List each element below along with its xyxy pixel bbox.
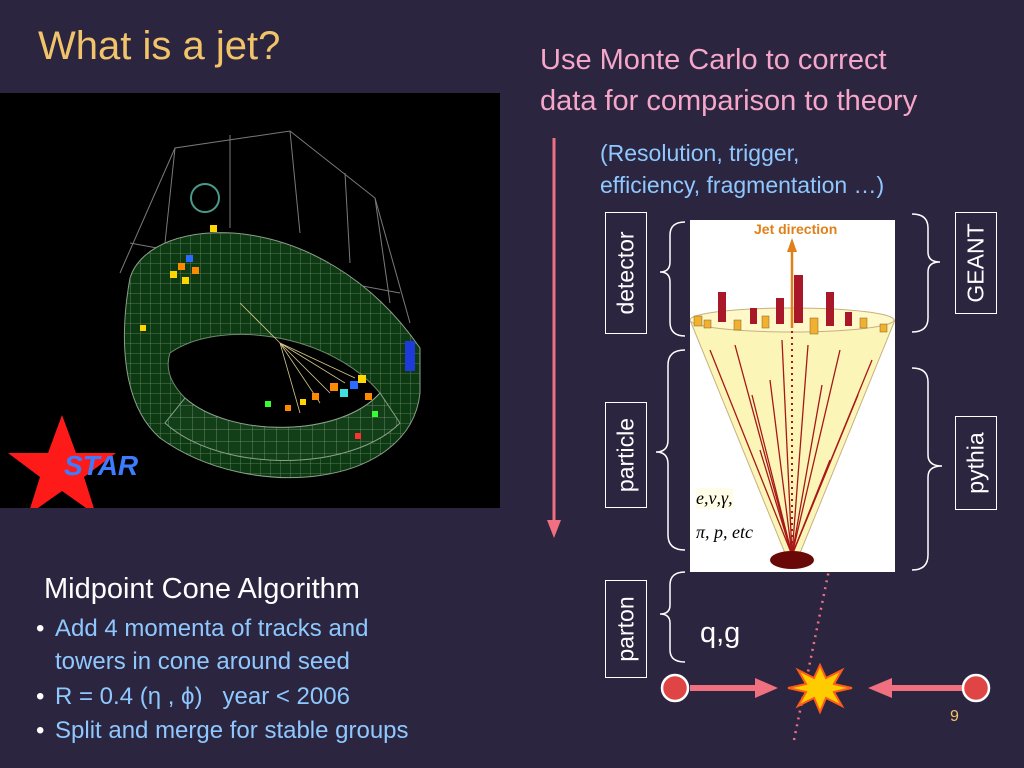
collision-burst-icon bbox=[787, 662, 853, 715]
star-detector-drawing bbox=[8, 130, 421, 508]
bullet-text: Add 4 momenta of tracks and towers in co… bbox=[55, 615, 369, 675]
algorithm-bullet: •R = 0.4 (η , ϕ) year < 2006 bbox=[36, 683, 350, 710]
right-braces bbox=[911, 213, 943, 571]
note-line-1: (Resolution, trigger, bbox=[600, 140, 800, 166]
algorithm-bullet: •Add 4 momenta of tracks and towers in c… bbox=[36, 612, 476, 678]
parton-level-box: parton bbox=[605, 580, 647, 678]
bullet-text: Split and merge for stable groups bbox=[55, 717, 409, 744]
algorithm-title: Midpoint Cone Algorithm bbox=[44, 573, 360, 605]
subtitle-line-2: data for comparison to theory bbox=[540, 85, 918, 117]
geant-box: GEANT bbox=[955, 212, 997, 314]
page-number: 9 bbox=[950, 708, 959, 725]
particle-list-line-1: e,ν,γ, bbox=[696, 488, 733, 509]
beam-pipe bbox=[190, 183, 220, 213]
particle-list-line-2: π, p, etc bbox=[696, 522, 753, 542]
correction-note: (Resolution, trigger, efficiency, fragme… bbox=[600, 137, 1000, 201]
parton-trajectory bbox=[792, 564, 832, 741]
parton-symbol: q,g bbox=[700, 617, 741, 649]
detector-level-box: detector bbox=[605, 212, 647, 334]
slide-subtitle: Use Monte Carlo to correct data for comp… bbox=[540, 40, 1010, 122]
detector-level-label: detector bbox=[612, 231, 639, 315]
bullet-text: R = 0.4 (η , ϕ) year < 2006 bbox=[55, 683, 350, 710]
tower-bars bbox=[693, 275, 888, 335]
proton-right bbox=[961, 673, 991, 703]
star-event-display-image: STAR bbox=[0, 93, 500, 508]
beam-collision bbox=[660, 662, 991, 715]
subtitle-line-1: Use Monte Carlo to correct bbox=[540, 44, 887, 76]
particle-level-box: particle bbox=[605, 402, 647, 508]
jet-cone-panel: Jet direction e,ν,γ, π, p, etc bbox=[689, 220, 896, 572]
jet-direction-arrowhead bbox=[787, 238, 797, 252]
tower-hits bbox=[140, 225, 415, 439]
pythia-box: pythia bbox=[955, 416, 997, 510]
jet-cone-drawing bbox=[689, 238, 896, 569]
correction-arrow-head bbox=[547, 520, 561, 538]
star-logo-text: STAR bbox=[64, 450, 139, 481]
slide-title: What is a jet? bbox=[38, 24, 281, 68]
star-logo bbox=[8, 415, 116, 508]
particle-brace bbox=[655, 349, 686, 551]
left-braces bbox=[655, 221, 686, 663]
note-line-2: efficiency, fragmentation …) bbox=[600, 172, 885, 198]
pythia-brace bbox=[911, 367, 943, 571]
barrel-front-face bbox=[164, 392, 401, 461]
geant-label: GEANT bbox=[962, 223, 989, 303]
fragmentation-tracks bbox=[709, 339, 873, 556]
parton-brace bbox=[659, 571, 686, 663]
parton-origin bbox=[770, 551, 814, 569]
parton-level-label: parton bbox=[612, 596, 639, 662]
geant-brace bbox=[911, 213, 941, 333]
detector-brace bbox=[659, 221, 686, 337]
jet-direction-label: Jet direction bbox=[754, 221, 838, 237]
algorithm-bullet: •Split and merge for stable groups bbox=[36, 717, 409, 744]
proton-left bbox=[660, 673, 690, 703]
particle-level-label: particle bbox=[612, 417, 639, 493]
pythia-label: pythia bbox=[962, 432, 989, 494]
